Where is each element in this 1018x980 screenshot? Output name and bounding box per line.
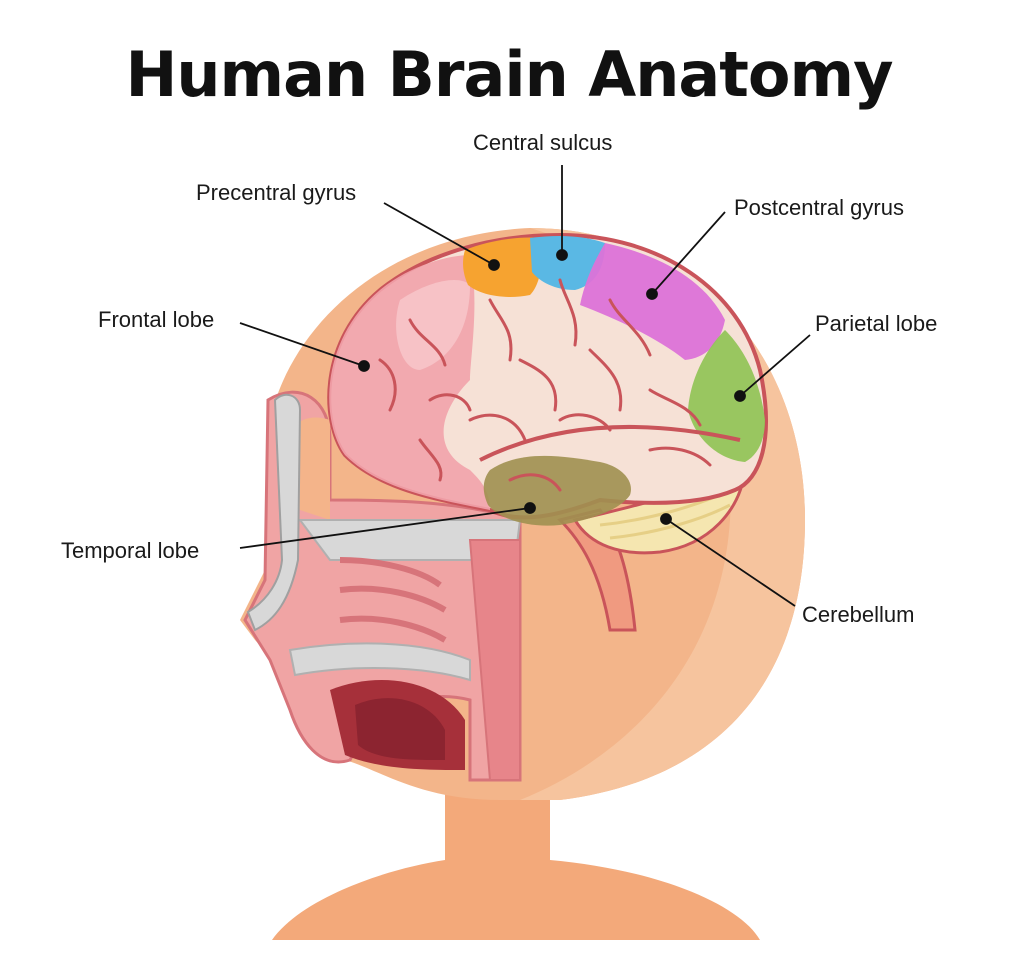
dot-parietal-lobe <box>734 390 746 402</box>
diagram-title: Human Brain Anatomy <box>125 38 893 111</box>
leader-frontal-lobe <box>239 322 365 367</box>
dot-postcentral-gyrus <box>646 288 658 300</box>
nasal-cavity-section <box>243 390 522 782</box>
leader-cerebellum <box>665 518 796 607</box>
label-parietal-lobe: Parietal lobe <box>815 311 938 336</box>
label-precentral-gyrus: Precentral gyrus <box>196 180 357 205</box>
dot-frontal-lobe <box>358 360 370 372</box>
leader-temporal-lobe <box>239 507 531 549</box>
label-frontal-lobe: Frontal lobe <box>98 307 215 332</box>
dot-cerebellum <box>660 513 672 525</box>
leader-postcentral-gyrus <box>651 211 726 295</box>
dot-temporal-lobe <box>524 502 536 514</box>
brain-cerebrum <box>327 232 768 526</box>
label-temporal-lobe: Temporal lobe <box>61 538 200 563</box>
leader-precentral-gyrus <box>383 202 495 266</box>
label-cerebellum: Cerebellum <box>802 602 915 627</box>
dot-central-sulcus <box>556 249 568 261</box>
label-postcentral-gyrus: Postcentral gyrus <box>734 195 904 220</box>
leader-parietal-lobe <box>739 334 811 397</box>
leader-lines <box>239 165 811 607</box>
label-central-sulcus: Central sulcus <box>473 130 613 155</box>
dot-precentral-gyrus <box>488 259 500 271</box>
neck-shoulders <box>272 780 760 940</box>
